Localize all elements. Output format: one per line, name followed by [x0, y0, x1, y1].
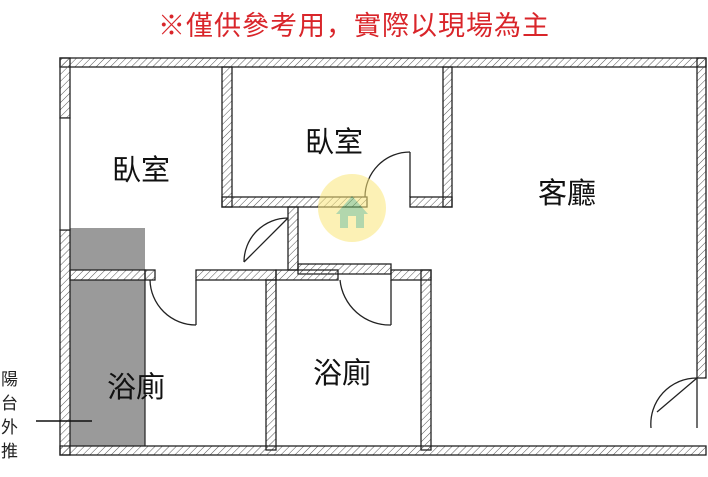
balcony-note: 陽 台 外 推: [1, 368, 23, 464]
wall-hall-bottom: [297, 263, 392, 275]
room-label-living-room: 客廳: [538, 176, 597, 210]
shaded-balcony-area: [70, 280, 145, 446]
wall-center-bedroom-right: [442, 66, 453, 208]
room-label-bathroom-left: 浴廁: [107, 370, 166, 404]
wall-bottom: [59, 445, 707, 456]
window-left: [59, 117, 71, 231]
room-label-bedroom-left: 臥室: [112, 153, 171, 187]
shaded-storage-area: [70, 228, 145, 270]
room-label-bedroom-center: 臥室: [305, 125, 364, 159]
wall-bath-center-top-left: [275, 269, 339, 281]
wall-center-bedroom-left: [221, 66, 233, 208]
balcony-note-char: 台: [1, 394, 18, 414]
wall-center-bedroom-bottom-right: [409, 196, 453, 208]
wall-bath-center-right: [420, 269, 432, 451]
disclaimer-text: ※僅供參考用，實際以現場為主: [158, 11, 550, 42]
balcony-note-char: 陽: [1, 370, 18, 390]
balcony-note-char: 外: [1, 418, 18, 438]
balcony-note-char: 推: [1, 442, 18, 462]
room-label-bathroom-center: 浴廁: [313, 356, 372, 390]
wall-bath-left-right: [265, 279, 277, 451]
doors: [149, 151, 698, 429]
wall-top: [59, 57, 707, 68]
wall-left-upper: [59, 57, 71, 119]
wall-bath-top-left: [144, 269, 156, 281]
door-hallway: [243, 217, 289, 263]
house-logo-icon: [318, 174, 386, 242]
wall-bedroom-bottom: [69, 269, 146, 281]
wall-right-upper: [696, 57, 707, 379]
walls: [59, 57, 707, 456]
wall-hall-column: [287, 206, 299, 271]
wall-bath-top-right: [195, 269, 277, 281]
